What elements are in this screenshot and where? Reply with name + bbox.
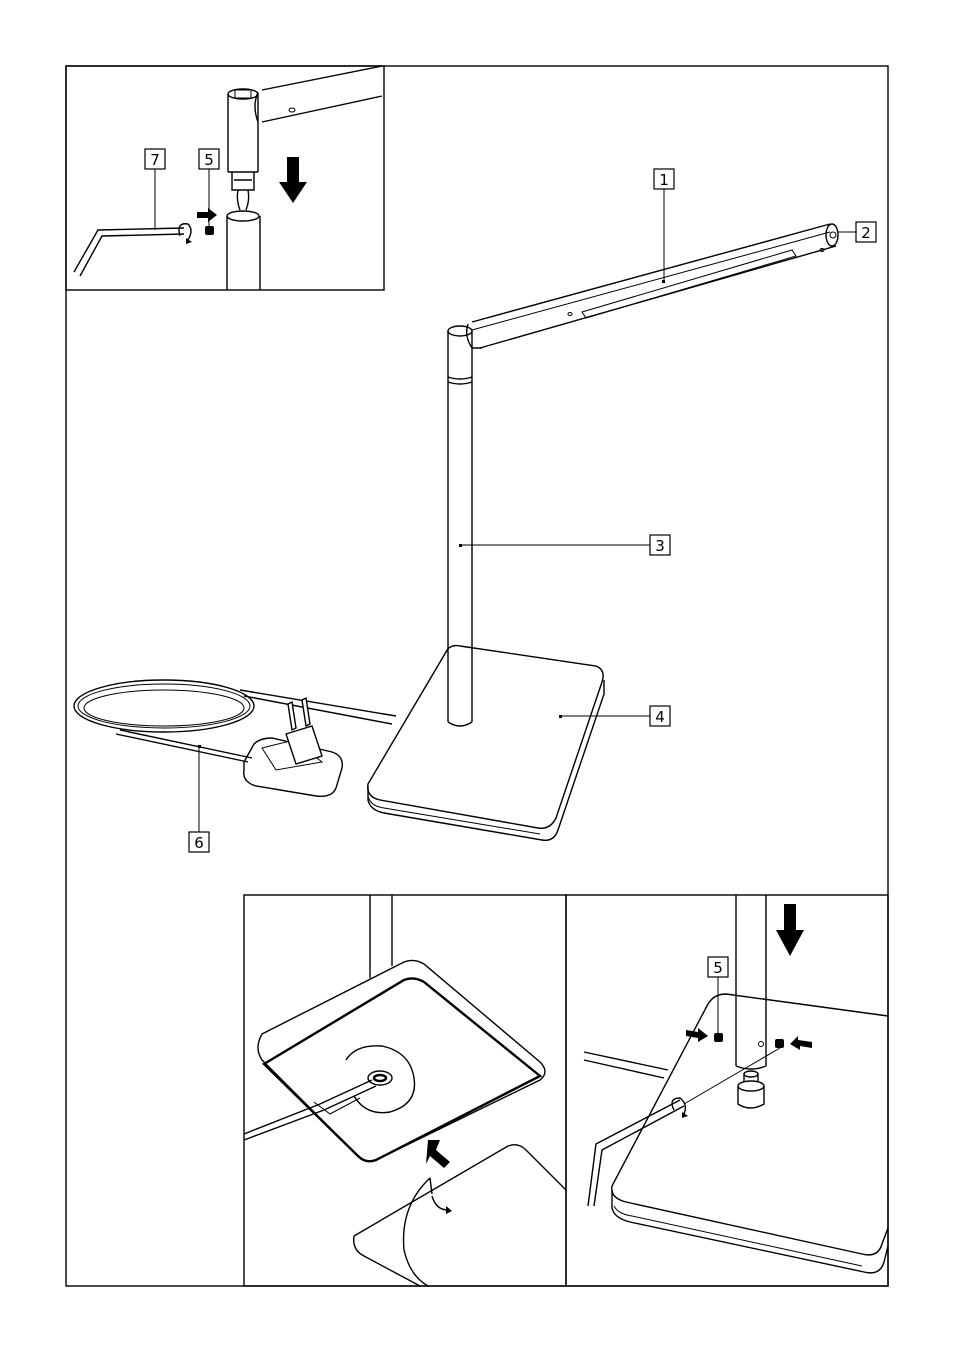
callout-label-5-br: 5 xyxy=(713,959,723,977)
inset-br-cable xyxy=(584,1052,668,1078)
power-cable xyxy=(240,690,396,724)
inset-down-arrow-icon xyxy=(279,157,307,203)
inset-arm-end xyxy=(289,108,295,112)
inset-br-down-arrow-icon xyxy=(776,904,804,956)
inset-br-base xyxy=(612,994,888,1255)
callout-label-4: 4 xyxy=(655,708,665,726)
inset-br-pole-hole xyxy=(759,1042,764,1047)
inset-br-base-inner xyxy=(614,1206,862,1266)
cable-coil-inner xyxy=(84,690,244,726)
power-cable-lower xyxy=(116,730,252,762)
cable-coil-mid xyxy=(78,684,250,728)
inset-br-right-arrow-icon xyxy=(790,1036,812,1050)
inset-right-arrow-icon xyxy=(197,208,217,222)
main-lamp: 1 2 3 4 6 xyxy=(74,169,876,852)
inset-br-socket-top xyxy=(738,1081,764,1091)
inset-bottom-right-frame xyxy=(566,895,888,1286)
lamp-arm-edge xyxy=(472,232,830,330)
inset-bl-peel-corner xyxy=(404,1178,432,1286)
callout-dot-4 xyxy=(559,715,562,718)
inset-br-allen-key xyxy=(588,1100,684,1206)
inset-key-rotate-icon xyxy=(179,224,191,240)
inset-bottom-right: 5 xyxy=(566,895,888,1286)
lamp-pole-bottom xyxy=(448,722,472,726)
lamp-arm xyxy=(472,224,836,348)
callout-label-1: 1 xyxy=(659,171,669,189)
inset-bl-hub xyxy=(346,1046,415,1113)
inset-bl-base-rim xyxy=(264,978,540,1161)
callout-label-3: 3 xyxy=(655,537,665,555)
callout-label-2: 2 xyxy=(861,224,871,242)
callout-dot-6 xyxy=(198,745,201,748)
inset-bl-hub-center xyxy=(368,1071,392,1085)
inset-bl-peel-arrow-icon xyxy=(432,1196,448,1210)
lamp-base-side xyxy=(368,680,604,840)
power-adapter-prong-housing xyxy=(286,726,322,764)
power-plug-pin-2 xyxy=(302,698,310,726)
inset-bl-base-outer xyxy=(258,960,545,1161)
inset-lower-pole xyxy=(227,216,260,290)
lamp-arm-led-strip xyxy=(582,250,796,318)
inset-cable xyxy=(237,190,248,210)
callout-label-5-top: 5 xyxy=(204,151,214,169)
inset-top-left: 7 5 xyxy=(66,66,384,290)
inset-screw xyxy=(205,226,214,235)
lamp-head-button xyxy=(830,232,836,238)
inset-bl-hub-core xyxy=(374,1075,386,1081)
inset-lower-pole-top xyxy=(227,211,259,221)
inset-upper-pole-cap xyxy=(235,90,251,98)
inset-br-leader-key xyxy=(684,1048,780,1104)
inset-bl-peel-arrowhead xyxy=(446,1206,452,1214)
lamp-pole-top xyxy=(448,326,472,336)
lamp-pole xyxy=(448,331,472,722)
inset-br-pole xyxy=(736,895,766,1069)
inset-connector xyxy=(232,172,254,190)
inset-br-base-side xyxy=(612,1190,888,1273)
callout-label-7: 7 xyxy=(150,151,160,169)
inset-top-left-frame xyxy=(66,66,384,290)
callout-dot-1 xyxy=(662,280,665,283)
callout-dot-3 xyxy=(459,544,462,547)
inset-allen-key xyxy=(74,228,184,276)
inset-bottom-left xyxy=(244,895,566,1286)
inset-bl-up-arrow-icon xyxy=(426,1140,450,1168)
inset-br-connector-top xyxy=(744,1071,758,1077)
inset-upper-pole xyxy=(228,94,258,172)
lamp-arm-dot-1 xyxy=(568,313,572,316)
inset-arm xyxy=(255,66,382,122)
cable-coil-outer xyxy=(74,680,254,732)
inset-bl-pole xyxy=(370,895,392,978)
inset-bl-adhesive-pad xyxy=(354,1145,566,1286)
inset-br-screw-right xyxy=(775,1039,784,1048)
inset-br-screw-left xyxy=(714,1033,723,1042)
callout-label-6: 6 xyxy=(194,834,204,852)
lamp-pole-ring xyxy=(448,377,472,384)
